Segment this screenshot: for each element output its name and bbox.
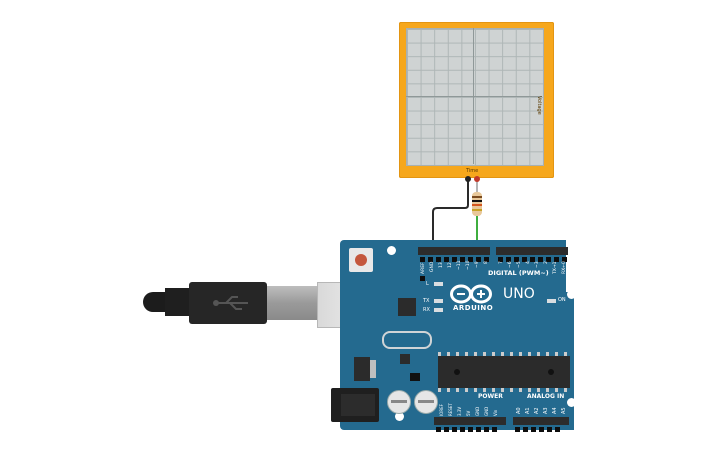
pin-label-9: ~9 (475, 261, 480, 268)
pin-label-gnd-1: GND (475, 406, 480, 416)
pin-label-tx1: TX→1 (553, 261, 558, 274)
led-tx (434, 299, 443, 303)
smd-component (410, 373, 420, 381)
chip-pins-bottom (438, 388, 570, 392)
digital-label: DIGITAL (PWM~) (488, 269, 549, 277)
pin-label-13: 13 (439, 262, 444, 268)
usb-controller-chip (398, 298, 416, 316)
pin-label-5: ~5 (517, 261, 522, 268)
dc-power-jack[interactable] (331, 388, 379, 422)
pin-label-a1: A1 (525, 407, 531, 414)
small-ic (400, 354, 410, 364)
mounting-hole (395, 412, 404, 421)
on-label: ON (558, 297, 566, 303)
crystal (382, 331, 432, 349)
pin-label-a2: A2 (534, 407, 540, 414)
reset-button[interactable] (349, 248, 373, 272)
scope-negative-terminal[interactable] (465, 176, 471, 182)
led-on (547, 299, 556, 303)
mounting-hole (567, 398, 576, 407)
mounting-hole (567, 290, 576, 299)
pin-label-a0: A0 (516, 407, 522, 414)
led-label-tx: TX (423, 298, 430, 304)
led-l (434, 282, 443, 286)
pin-label-gnd-2: GND (484, 406, 489, 416)
pin-label-a5: A5 (561, 407, 567, 414)
capacitor (414, 390, 438, 414)
led-label-l: L (426, 281, 429, 287)
voltage-regulator (354, 357, 370, 381)
analog-pin-labels: A0 A1 A2 A3 A4 A5 (516, 402, 577, 418)
pin-label-ioref: IOREF (439, 404, 444, 416)
arduino-logo-icon (449, 284, 495, 304)
pin-label-a3: A3 (543, 407, 549, 414)
usb-icon (212, 293, 252, 313)
power-label: POWER (478, 393, 503, 400)
pin-label-11: ~11 (457, 260, 462, 271)
power-header[interactable] (434, 417, 506, 432)
pin-label-3: ~3 (535, 261, 540, 268)
reset-button-cap[interactable] (355, 254, 367, 266)
oscilloscope-screen (406, 28, 544, 166)
pin-label-a4: A4 (552, 407, 558, 414)
digital-header-right[interactable] (496, 247, 568, 262)
atmega328-chip (438, 356, 570, 388)
capacitor (387, 390, 411, 414)
brand-label: ARDUINO (453, 304, 494, 312)
analog-header[interactable] (513, 417, 569, 432)
model-label: UNO (503, 286, 535, 302)
voltage-label: Voltage (536, 96, 542, 115)
resistor[interactable] (472, 192, 482, 216)
pin-label-6: ~6 (508, 261, 513, 268)
pin-label-2: 2 (544, 261, 549, 264)
pin-label-reset: RESET (448, 403, 453, 416)
pin-label-8: 8 (484, 261, 489, 264)
black-wire[interactable] (432, 180, 469, 248)
pin-label-gnd: GND (430, 261, 435, 272)
mounting-hole (387, 246, 396, 255)
pin-label-vin: Vin (493, 409, 498, 416)
pin-label-3v3: 3.3V (457, 406, 462, 416)
pin-label-rx0: RX←0 (562, 261, 567, 274)
power-pin-labels: IOREF RESET 3.3V 5V GND GND Vin (439, 402, 510, 418)
led-label-rx: RX (423, 307, 430, 313)
board-edge-notch (566, 240, 574, 292)
regulator-pins (370, 360, 376, 378)
usb-metal-shell (267, 286, 317, 320)
pin-label-10: ~10 (466, 260, 471, 271)
led-rx (434, 308, 443, 312)
screen-axis-horizontal (406, 96, 542, 97)
arduino-uno-board[interactable] (340, 240, 574, 430)
pin-label-4: 4 (526, 261, 531, 264)
pin-label-12: 12 (448, 262, 453, 268)
pin-label-7: 7 (499, 261, 504, 264)
chip-pins-top (438, 352, 570, 356)
usb-strain-relief (165, 288, 193, 316)
analog-label: ANALOG IN (527, 393, 565, 400)
pin-label-5v: 5V (466, 410, 471, 416)
time-label: Time (466, 168, 479, 174)
scope-positive-terminal[interactable] (474, 176, 480, 182)
digital-header-left[interactable] (418, 247, 490, 281)
pin-label-aref: AREF (421, 262, 426, 274)
